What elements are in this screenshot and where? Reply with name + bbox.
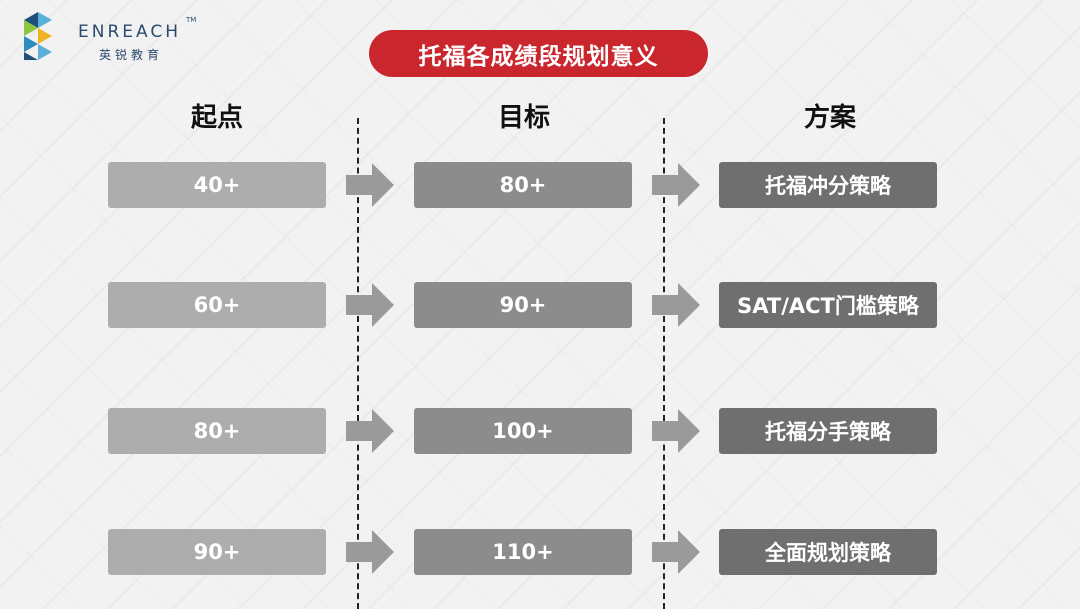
target-score-cell: 90+ bbox=[414, 282, 632, 328]
start-score-cell: 40+ bbox=[108, 162, 326, 208]
page-title: 托福各成绩段规划意义 bbox=[369, 30, 708, 77]
logo-brand-cn: 英锐教育 bbox=[99, 48, 164, 62]
column-divider-right bbox=[663, 118, 665, 609]
arrow-right-icon bbox=[652, 163, 700, 207]
start-score-cell: 90+ bbox=[108, 529, 326, 575]
plan-strategy-cell: 托福分手策略 bbox=[719, 408, 937, 454]
column-header-target: 目标 bbox=[497, 103, 550, 133]
plan-strategy-cell: SAT/ACT门槛策略 bbox=[719, 282, 937, 328]
target-score-cell: 80+ bbox=[414, 162, 632, 208]
logo-trademark: TM bbox=[186, 16, 197, 24]
start-score-cell: 60+ bbox=[108, 282, 326, 328]
arrow-right-icon bbox=[652, 283, 700, 327]
enreach-logo: ENREACH TM 英锐教育 bbox=[20, 8, 210, 68]
logo-brand-en: ENREACH bbox=[78, 22, 181, 42]
arrow-right-icon bbox=[346, 409, 394, 453]
arrow-right-icon bbox=[346, 530, 394, 574]
arrow-right-icon bbox=[652, 409, 700, 453]
plan-strategy-cell: 全面规划策略 bbox=[719, 529, 937, 575]
column-header-start: 起点 bbox=[190, 103, 243, 133]
column-divider-left bbox=[357, 118, 359, 609]
start-score-cell: 80+ bbox=[108, 408, 326, 454]
arrow-right-icon bbox=[652, 530, 700, 574]
column-header-plan: 方案 bbox=[803, 103, 856, 133]
arrow-right-icon bbox=[346, 163, 394, 207]
target-score-cell: 100+ bbox=[414, 408, 632, 454]
target-score-cell: 110+ bbox=[414, 529, 632, 575]
enreach-logo-icon bbox=[24, 12, 52, 60]
arrow-right-icon bbox=[346, 283, 394, 327]
plan-strategy-cell: 托福冲分策略 bbox=[719, 162, 937, 208]
